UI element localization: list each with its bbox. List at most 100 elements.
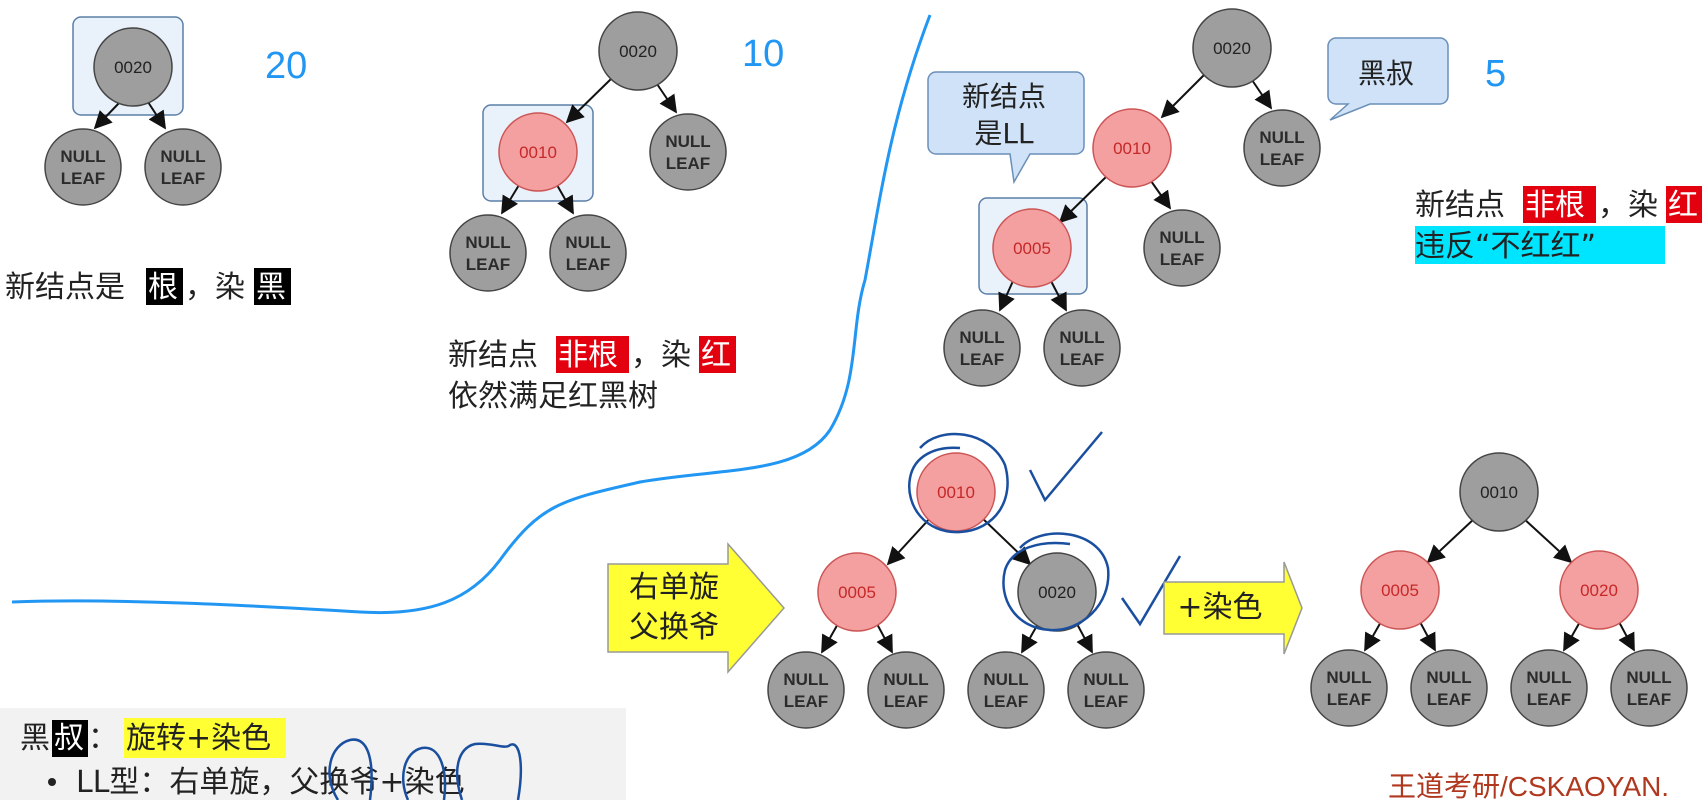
panel-1: 0020 NULL LEAF NULL LEAF 20 新结点是 根 ，染 黑 [5, 16, 307, 305]
svg-text:0005: 0005 [1013, 239, 1051, 258]
svg-text:黑叔: 黑叔 [1358, 57, 1414, 90]
svg-text:LEAF: LEAF [161, 169, 205, 188]
null-leaf: NULL LEAF [1243, 109, 1321, 187]
null-leaf: NULL LEAF [967, 651, 1045, 729]
svg-text:右单旋: 右单旋 [629, 570, 719, 605]
null-leaf: NULL LEAF [1143, 209, 1221, 287]
svg-text:NULL: NULL [1526, 668, 1571, 687]
svg-text:叔: 叔 [54, 721, 84, 756]
caption: 新结点 非根 ，染 红 依然满足红黑树 [448, 336, 736, 414]
svg-text:NULL: NULL [1159, 228, 1204, 247]
svg-text:LEAF: LEAF [984, 692, 1028, 711]
panel-3: 0020 0010 NULL LEAF 0005 NULL LEAF NULL … [927, 8, 1702, 387]
svg-text:NULL: NULL [983, 670, 1028, 689]
svg-text:NULL: NULL [565, 233, 610, 252]
svg-text:非根: 非根 [1525, 188, 1585, 223]
caption: 新结点 非根 ，染 红 违反“不红红” [1415, 186, 1702, 264]
svg-text:红: 红 [701, 338, 731, 373]
svg-text:LEAF: LEAF [466, 255, 510, 274]
svg-text:LEAF: LEAF [960, 350, 1004, 369]
svg-text:LEAF: LEAF [61, 169, 105, 188]
tree-node-black: 0020 [1192, 8, 1272, 88]
svg-text:旋转+染色: 旋转+染色 [126, 721, 271, 756]
step-number: 20 [265, 45, 307, 87]
null-leaf: NULL LEAF [549, 214, 627, 292]
svg-text:新结点: 新结点 [448, 338, 538, 373]
null-leaf: NULL LEAF [649, 113, 727, 191]
svg-text:新结点: 新结点 [962, 80, 1046, 113]
step-number: 5 [1485, 53, 1506, 95]
svg-text:NULL: NULL [1059, 328, 1104, 347]
svg-text:父换爷: 父换爷 [629, 610, 719, 645]
tree-node-black: 0010 [1459, 452, 1539, 532]
svg-text:NULL: NULL [160, 147, 205, 166]
panel-5: 0010 0005 0020 NULL LEAF NULL LEAF NULL … [1310, 452, 1688, 727]
svg-text:LEAF: LEAF [1527, 690, 1571, 709]
null-leaf: NULL LEAF [144, 128, 222, 206]
divider-curve [11, 14, 932, 615]
null-leaf: NULL LEAF [1043, 309, 1121, 387]
tree-node-red: 0005 [1360, 550, 1440, 630]
tree-node-black: 0020 [598, 11, 678, 91]
svg-text:是LL: 是LL [974, 117, 1034, 150]
svg-text:0010: 0010 [519, 143, 557, 162]
null-leaf: NULL LEAF [1610, 649, 1688, 727]
watermark: 王道考研/CSKAOYAN. [1388, 771, 1669, 800]
svg-text:LEAF: LEAF [1327, 690, 1371, 709]
null-leaf: NULL LEAF [867, 651, 945, 729]
svg-text:LEAF: LEAF [666, 154, 710, 173]
tree-node-red: 0010 [1092, 108, 1172, 188]
null-leaf: NULL LEAF [1067, 651, 1145, 729]
svg-text:NULL: NULL [1426, 668, 1471, 687]
null-leaf: NULL LEAF [1310, 649, 1388, 727]
step-number: 10 [742, 33, 784, 75]
svg-text:黑: 黑 [20, 721, 50, 756]
caption: 新结点是 根 ，染 黑 [5, 268, 291, 305]
svg-text:0005: 0005 [1381, 581, 1419, 600]
svg-text:LEAF: LEAF [1084, 692, 1128, 711]
svg-text:0020: 0020 [1038, 583, 1076, 602]
tree-node-red: 0010 [498, 112, 578, 192]
svg-text:，染: ，染 [1598, 188, 1658, 223]
svg-text:依然满足红黑树: 依然满足红黑树 [448, 379, 658, 414]
panel-2: 0020 0010 NULL LEAF NULL LEAF NULL LEAF … [448, 11, 784, 414]
svg-text:根: 根 [148, 270, 178, 305]
svg-text:非根: 非根 [558, 338, 618, 373]
tree-node-red: 0020 [1559, 550, 1639, 630]
svg-text:NULL: NULL [883, 670, 928, 689]
svg-text:NULL: NULL [60, 147, 105, 166]
tree-node-red: 0005 [992, 208, 1072, 288]
null-leaf: NULL LEAF [943, 309, 1021, 387]
bottom-note: 黑 叔 ： 旋转+染色 LL型：右单旋，父换爷+染色 [0, 708, 626, 800]
svg-text:LL型：右单旋，父换爷+染色: LL型：右单旋，父换爷+染色 [76, 765, 465, 800]
ink-annotations [328, 738, 523, 800]
svg-text:NULL: NULL [959, 328, 1004, 347]
null-leaf: NULL LEAF [1510, 649, 1588, 727]
svg-text:LEAF: LEAF [566, 255, 610, 274]
callout-new-node-ll: 新结点 是LL [927, 71, 1085, 185]
svg-text:+染色: +染色 [1177, 590, 1262, 625]
tree-node-black: 0020 [1017, 552, 1097, 632]
callout-black-uncle: 黑叔 [1327, 37, 1449, 121]
null-leaf: NULL LEAF [449, 214, 527, 292]
svg-text:0005: 0005 [838, 583, 876, 602]
svg-text:NULL: NULL [783, 670, 828, 689]
svg-text:LEAF: LEAF [784, 692, 828, 711]
svg-text:NULL: NULL [665, 132, 710, 151]
svg-text:：: ： [88, 721, 118, 756]
svg-text:新结点是: 新结点是 [5, 270, 125, 305]
null-leaf: NULL LEAF [1410, 649, 1488, 727]
svg-text:LEAF: LEAF [884, 692, 928, 711]
svg-text:违反“不红红”: 违反“不红红” [1415, 229, 1596, 264]
svg-text:0010: 0010 [1480, 483, 1518, 502]
svg-text:0020: 0020 [1580, 581, 1618, 600]
svg-text:LEAF: LEAF [1060, 350, 1104, 369]
svg-text:黑: 黑 [256, 270, 286, 305]
svg-text:NULL: NULL [1626, 668, 1671, 687]
svg-text:LEAF: LEAF [1427, 690, 1471, 709]
panel-4: 右单旋 父换爷 0010 0005 0020 NULL LEAF NULL [607, 431, 1303, 729]
svg-text:LEAF: LEAF [1160, 250, 1204, 269]
tree-node-red: 0010 [916, 452, 996, 532]
svg-text:NULL: NULL [1083, 670, 1128, 689]
svg-text:新结点: 新结点 [1415, 188, 1505, 223]
